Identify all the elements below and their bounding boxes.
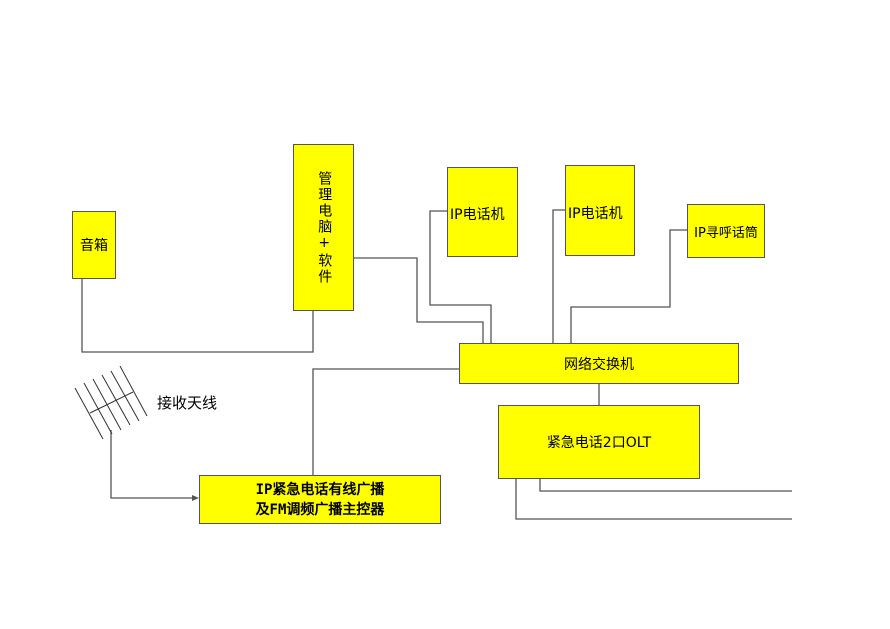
line-olt-out-1 — [539, 478, 792, 492]
line-phone2-switch — [552, 209, 565, 343]
speaker-box: 音箱 — [72, 211, 116, 279]
pc-box: 管理电脑+软件 — [293, 144, 354, 311]
controller-label-line2: 及FM调频广播主控器 — [255, 501, 385, 518]
ip-phone-1-label: IP电话机 — [450, 207, 505, 223]
line-phone1-switch — [429, 210, 492, 343]
paging-mic-label: IP寻呼话筒 — [694, 225, 758, 241]
line-paging-switch — [570, 229, 687, 343]
antenna-icon — [74, 365, 148, 440]
olt-box: 紧急电话2口OLT — [498, 405, 700, 479]
controller-label-line1: IP紧急电话有线广播 — [255, 481, 385, 498]
line-switch-controller — [312, 368, 459, 475]
paging-mic-box: IP寻呼话筒 — [687, 204, 765, 258]
line-speaker-pc — [81, 279, 314, 353]
switch-box: 网络交换机 — [459, 343, 739, 384]
ip-phone-2-label: IP电话机 — [568, 206, 623, 222]
line-pc-switch — [353, 257, 484, 343]
line-antenna-controller — [110, 430, 194, 499]
pc-label: 管理电脑+软件 — [316, 170, 333, 285]
ip-phone-1-box: IP电话机 — [447, 167, 518, 257]
line-olt-out-2 — [515, 478, 792, 520]
ip-phone-2-box: IP电话机 — [565, 165, 635, 256]
controller-box: IP紧急电话有线广播 及FM调频广播主控器 — [199, 475, 441, 524]
arrow-head — [192, 495, 199, 501]
olt-label: 紧急电话2口OLT — [546, 435, 652, 451]
antenna-label: 接收天线 — [157, 394, 218, 412]
speaker-label: 音箱 — [80, 238, 108, 254]
switch-label: 网络交换机 — [564, 356, 634, 373]
